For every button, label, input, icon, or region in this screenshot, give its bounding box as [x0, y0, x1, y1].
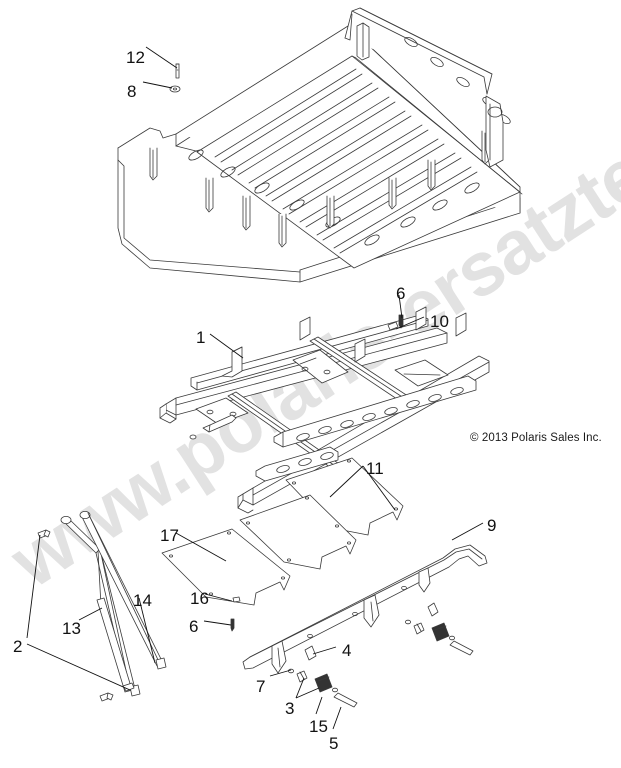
leader-line	[204, 593, 233, 602]
leader-line	[362, 465, 396, 511]
leader-line	[395, 316, 425, 330]
copyright-notice: © 2013 Polaris Sales Inc.	[470, 432, 602, 444]
leader-line	[138, 597, 156, 664]
callout-pivot-block: 15	[309, 717, 328, 736]
callout-bent-tube-rail: 9	[487, 516, 497, 535]
callout-frame-rail-assembly: 1	[196, 328, 206, 347]
leader-line	[203, 620, 232, 626]
tube-rail-9	[242, 544, 488, 674]
callout-spacer: 4	[342, 641, 352, 660]
leader-line	[295, 677, 305, 699]
hardware-16	[232, 596, 241, 603]
callout-rod: 14	[133, 591, 152, 610]
callout-pin: 5	[329, 734, 339, 753]
latch-cluster-lower	[287, 645, 358, 708]
callout-floor-panel-front: 17	[160, 526, 179, 545]
leader-line	[312, 646, 337, 655]
leader-line	[295, 687, 320, 699]
callout-gas-strut: 13	[62, 619, 81, 638]
leader-line	[332, 706, 342, 730]
callout-bolt: 6	[396, 284, 406, 303]
callout-screw: 12	[126, 48, 145, 67]
leader-line	[145, 46, 178, 69]
hardware-8	[169, 85, 181, 93]
callout-bolt: 6	[189, 617, 199, 636]
leader-line	[175, 532, 227, 562]
leader-line	[315, 696, 323, 715]
gas-struts	[37, 510, 167, 702]
callout-nut: 16	[190, 589, 209, 608]
leader-line	[398, 294, 403, 319]
leader-line	[78, 607, 103, 621]
callout-latch-bracket: 3	[285, 699, 295, 718]
latch-cluster-upper	[404, 602, 474, 656]
leader-line	[269, 669, 292, 677]
callout-washer: 8	[127, 82, 137, 101]
leader-line	[209, 333, 244, 359]
callout-strut-mount-hardware: 2	[13, 637, 23, 656]
leader-line	[26, 643, 131, 691]
leader-line	[329, 465, 364, 498]
leader-line	[451, 522, 484, 541]
callout-clip: 10	[430, 312, 449, 331]
hardware-6b	[230, 618, 235, 632]
callout-floor-panel: 11	[366, 459, 384, 478]
leader-line	[142, 81, 173, 89]
frame-assembly	[159, 306, 490, 514]
leader-line	[26, 534, 41, 639]
callout-bolt-small: 7	[256, 677, 266, 696]
cargo-box	[117, 7, 523, 283]
